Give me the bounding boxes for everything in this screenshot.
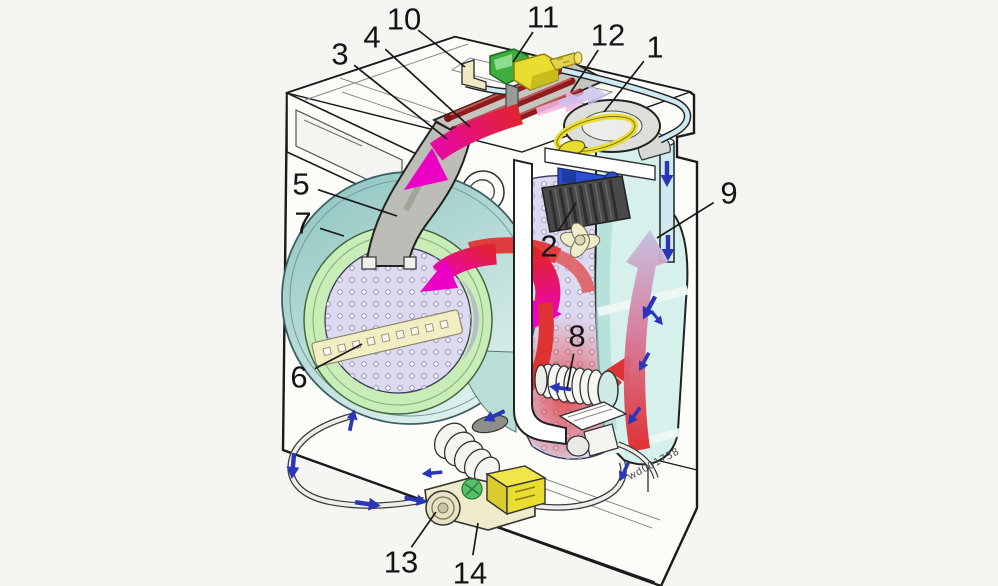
callout-10-valve-bracket: 10 [387, 2, 421, 37]
bottom-plumbing [287, 401, 659, 531]
callout-4-heating-elements: 4 [363, 20, 380, 55]
leader-line-outer-tub [319, 227, 345, 237]
blower-fan [554, 99, 671, 161]
leader-line-air-duct [317, 188, 398, 217]
leader-line-water-inlet-valve [512, 31, 534, 63]
callout-12-condenser-water-tube: 12 [591, 18, 625, 53]
leader-line-sump-bellows [566, 353, 575, 390]
leader-line-drive-motor [557, 202, 577, 232]
cabinet-cut-frame [513, 158, 567, 446]
callout-9-condenser-channel: 9 [720, 176, 737, 211]
pressure-switch [558, 401, 659, 479]
valve-bracket [461, 59, 487, 91]
callout-2-drive-motor: 2 [540, 229, 557, 264]
leader-line-blower-fan [603, 60, 645, 113]
callout-11-water-inlet-valve: 11 [527, 0, 559, 35]
callout-14-pump-motor: 14 [453, 556, 487, 586]
callout-6-door-gasket: 6 [290, 360, 307, 395]
leader-line-condenser-water-tube [570, 49, 599, 93]
pump-motor [485, 465, 547, 516]
drive-motor [541, 147, 656, 258]
leader-line-condenser-channel [656, 201, 715, 239]
motor-fan [559, 222, 601, 258]
airflow-arrow-to-sump [531, 302, 554, 373]
airflow-arrow-condenser-rise [623, 230, 668, 452]
leader-line-door-gasket [314, 343, 363, 370]
callout-3-heater-duct: 3 [331, 37, 348, 72]
drum-shading [452, 268, 479, 372]
callout-5-air-duct: 5 [292, 167, 309, 202]
inlet-valve-group [461, 48, 692, 144]
airflow-arrow-heater [429, 103, 523, 161]
callout-13-drain-pump: 13 [384, 545, 418, 580]
leader-line-pump-motor [472, 522, 479, 556]
callout-1-blower-fan: 1 [646, 30, 663, 65]
leader-line-heater-duct [353, 64, 448, 140]
callout-8-sump-bellows: 8 [568, 319, 585, 354]
drum-lifter [311, 309, 463, 367]
callout-7-outer-tub: 7 [294, 206, 311, 241]
pump-impeller [461, 478, 483, 500]
leader-line-drain-pump [410, 511, 437, 548]
leader-line-valve-bracket [417, 29, 466, 68]
leader-line-heating-elements [384, 48, 471, 128]
